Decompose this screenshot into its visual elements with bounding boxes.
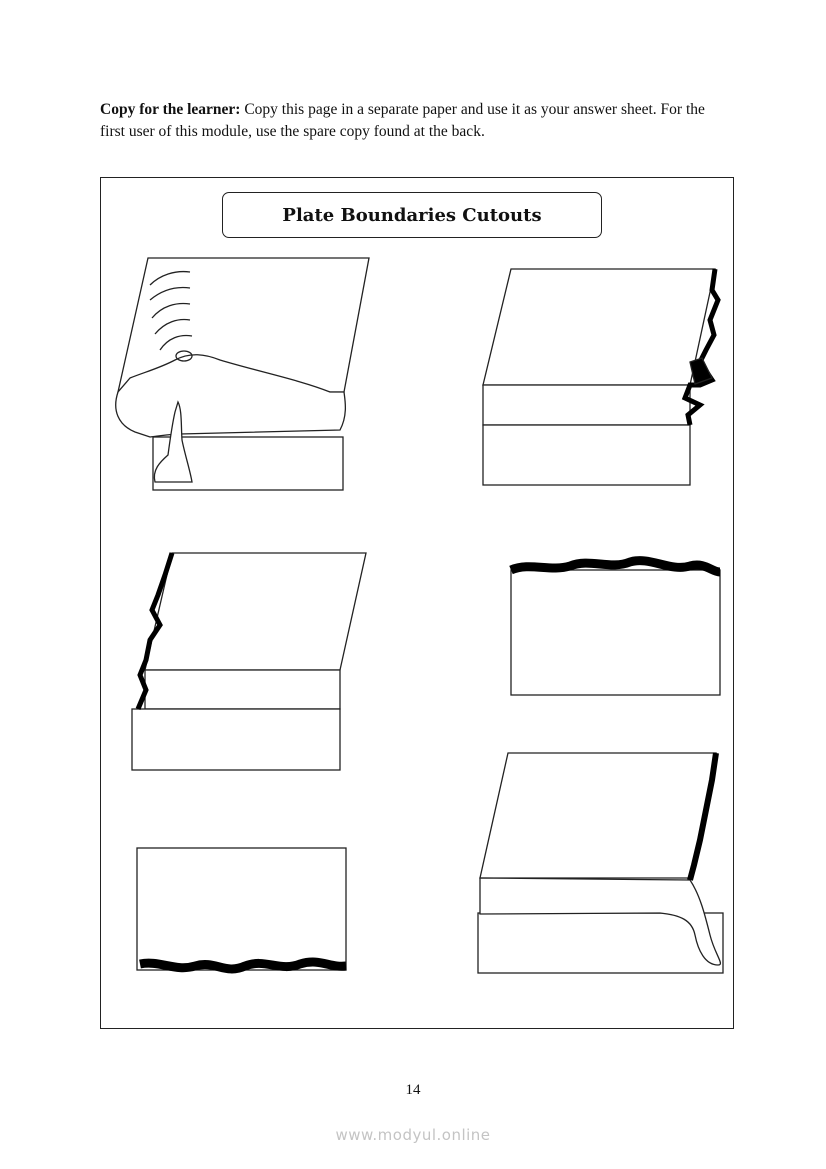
watermark: www.modyul.online [335, 1126, 491, 1144]
instructions-label: Copy for the learner: [100, 101, 241, 118]
cutout-mountain-range [115, 257, 370, 491]
cutout-jagged-right [482, 268, 721, 486]
instructions: Copy for the learner: Copy this page in … [100, 99, 720, 142]
cutouts-frame [100, 177, 734, 1029]
page-number: 14 [405, 1082, 421, 1098]
cutout-wavy-bottom [136, 847, 347, 974]
page-title: Plate Boundaries Cutouts [222, 192, 602, 238]
cutout-subduction [477, 752, 724, 974]
instructions-text: Copy this page in a separate paper and u… [100, 101, 705, 140]
cutout-jagged-left [131, 552, 367, 771]
cutout-wavy-top [509, 556, 721, 696]
